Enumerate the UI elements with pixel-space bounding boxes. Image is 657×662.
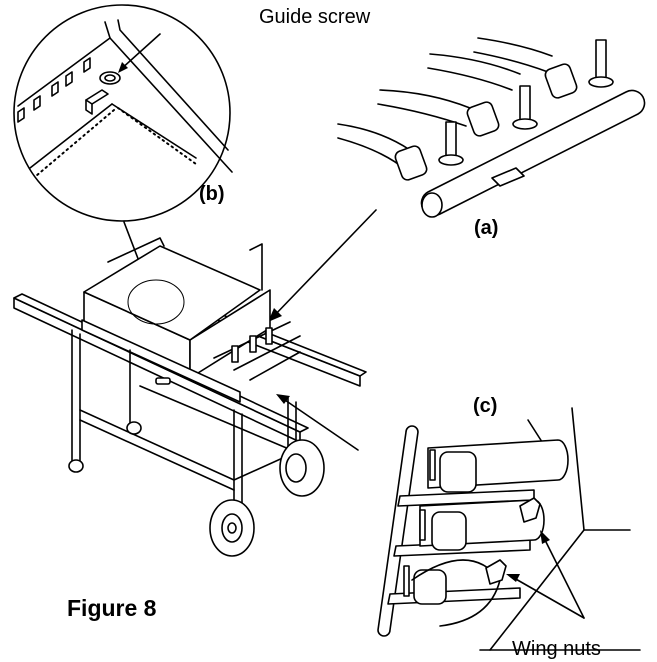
- caster: [126, 421, 142, 435]
- detail-c-label: (c): [473, 395, 498, 417]
- wing-nuts-label: Wing nuts: [512, 638, 601, 660]
- burner-collar: [394, 63, 578, 181]
- wing-nut: [485, 559, 507, 585]
- detail-c-wing-nuts: [377, 407, 641, 651]
- detail-b-label: (b): [199, 183, 225, 205]
- guide-screw-arrow: [119, 33, 161, 71]
- grill-cart: [13, 237, 367, 557]
- arrow-c-to-cart: [281, 397, 359, 451]
- detail-a-label: (a): [474, 217, 499, 239]
- detail-a-burner-assembly: [337, 37, 646, 218]
- burner-collar: [439, 451, 477, 493]
- figure-title: Figure 8: [67, 595, 157, 621]
- guide-screw-label: Guide screw: [259, 6, 371, 28]
- caster: [68, 459, 84, 473]
- arrow-a-to-cart: [271, 209, 377, 319]
- detail-b-magnifier: [13, 4, 233, 222]
- valve-stem: [438, 39, 614, 166]
- burner-collar: [431, 511, 467, 551]
- wing-nut: [519, 497, 541, 523]
